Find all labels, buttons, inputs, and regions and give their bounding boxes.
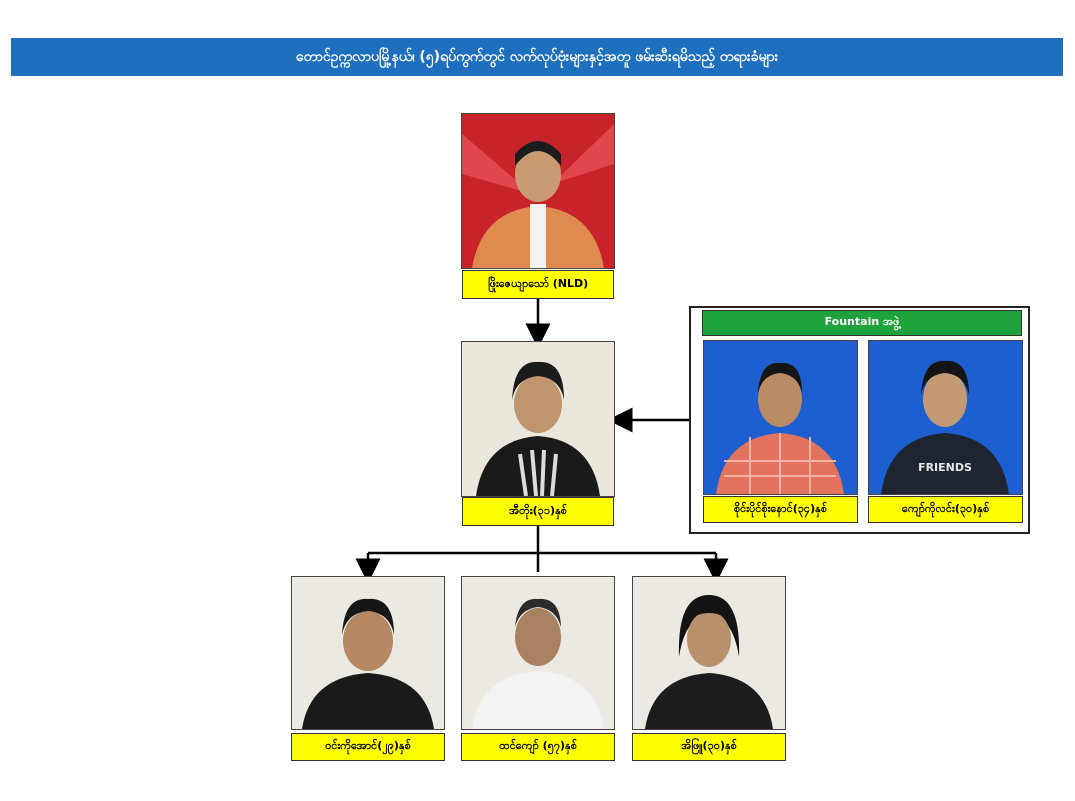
subordinate-3-photo bbox=[632, 576, 786, 730]
middle-label: အီတိုး(၃၁)နှစ် bbox=[462, 497, 614, 526]
person-photo-icon: FRIENDS bbox=[881, 360, 1009, 494]
fountain-group-header: Fountain အဖွဲ့ bbox=[702, 310, 1022, 336]
leader-label: ဖြိုးဇေယျာသော် (NLD) bbox=[462, 270, 614, 299]
subordinate-2-label: ထင်ကျော် (၅၇)နှစ် bbox=[461, 733, 615, 761]
person-photo-icon bbox=[302, 598, 434, 729]
page-title: တောင်ဥက္ကလာပမြို့နယ်၊ (၅)ရပ်ကွက်တွင် လက်… bbox=[295, 48, 779, 65]
group-member-2-label: ကျော်ကိုလင်း(၃၀)နှစ် bbox=[868, 496, 1023, 523]
person-photo-icon bbox=[462, 124, 614, 268]
group-member-2-photo: FRIENDS bbox=[868, 340, 1023, 495]
group-member-1-label: စိုင်းပိုင်စိုးနောင်(၃၄)နှစ် bbox=[703, 496, 858, 523]
person-photo-icon bbox=[716, 362, 844, 494]
subordinate-1-label: ဝင်းကိုအောင်(၂၉)နှစ် bbox=[291, 733, 445, 761]
person-photo-icon bbox=[476, 361, 600, 496]
group-member-1-photo bbox=[703, 340, 858, 495]
leader-photo bbox=[461, 113, 615, 269]
subordinate-1-photo bbox=[291, 576, 445, 730]
person-photo-icon bbox=[472, 598, 604, 729]
person-photo-icon bbox=[645, 595, 773, 729]
page-title-banner: တောင်ဥက္ကလာပမြို့နယ်၊ (၅)ရပ်ကွက်တွင် လက်… bbox=[11, 38, 1063, 76]
shirt-text: FRIENDS bbox=[918, 461, 972, 474]
subordinate-2-photo bbox=[461, 576, 615, 730]
middle-photo bbox=[461, 341, 615, 497]
subordinate-3-label: အိဖြူ(၃၀)နှစ် bbox=[632, 733, 786, 761]
